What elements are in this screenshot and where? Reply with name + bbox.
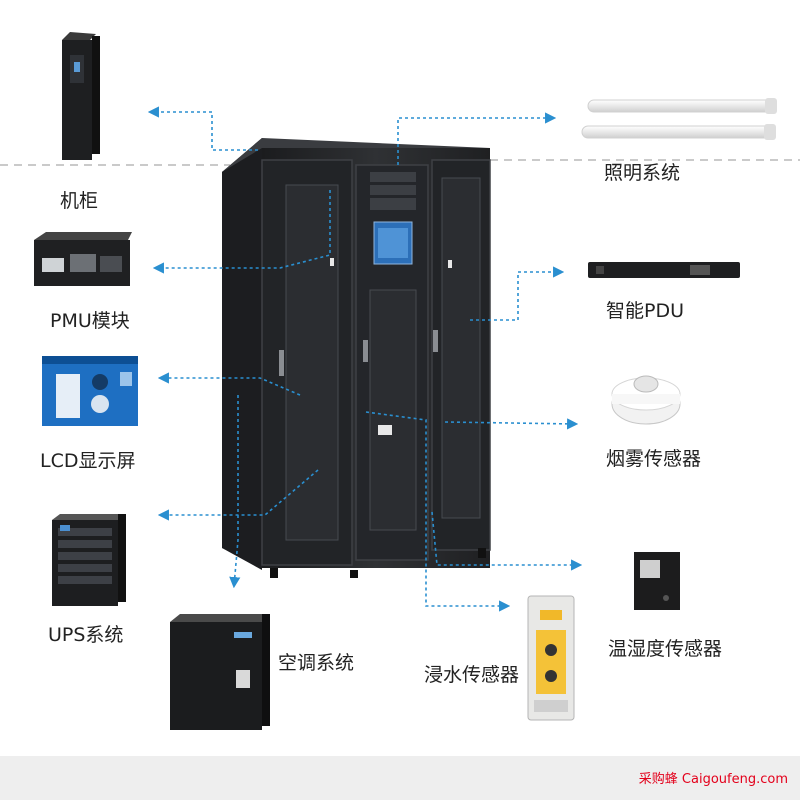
connector-lcd: [157, 372, 301, 396]
connector-lighting: [397, 112, 557, 165]
label-smoke: 烟雾传感器: [606, 448, 702, 470]
connector-pmu: [152, 190, 331, 274]
label-lcd: LCD显示屏: [40, 450, 136, 472]
smart-pdu-image: [588, 262, 740, 278]
label-pmu: PMU模块: [50, 310, 130, 332]
connector-pdu: [470, 266, 565, 321]
connector-cabinet: [147, 106, 258, 151]
smoke-detector-image: [611, 375, 681, 425]
label-pdu: 智能PDU: [606, 300, 684, 322]
ups-image: [52, 514, 126, 606]
cabinet-thumbnail: [62, 32, 100, 160]
leak-sensor-image: [527, 595, 575, 721]
label-cabinet: 机柜: [60, 190, 99, 212]
connector-aircon: [229, 395, 241, 589]
connector-leak: [365, 411, 511, 612]
temp-humidity-sensor-image: [634, 552, 680, 610]
label-temp-humidity: 温湿度传感器: [608, 638, 723, 660]
connector-ups: [157, 469, 319, 521]
label-aircon: 空调系统: [278, 652, 355, 674]
watermark-credit: 采购蜂 Caigoufeng.com: [638, 772, 788, 787]
label-leak: 浸水传感器: [424, 664, 520, 686]
main-cabinet-illustration: [222, 138, 491, 578]
aircon-image: [170, 614, 270, 730]
label-ups: UPS系统: [48, 624, 124, 646]
lighting-tubes-image: [581, 98, 777, 140]
footer-band: [0, 756, 800, 800]
lcd-screen-image: [42, 356, 138, 426]
connector-smoke: [444, 418, 579, 430]
label-lighting: 照明系统: [604, 162, 681, 184]
pmu-module-image: [34, 232, 132, 286]
